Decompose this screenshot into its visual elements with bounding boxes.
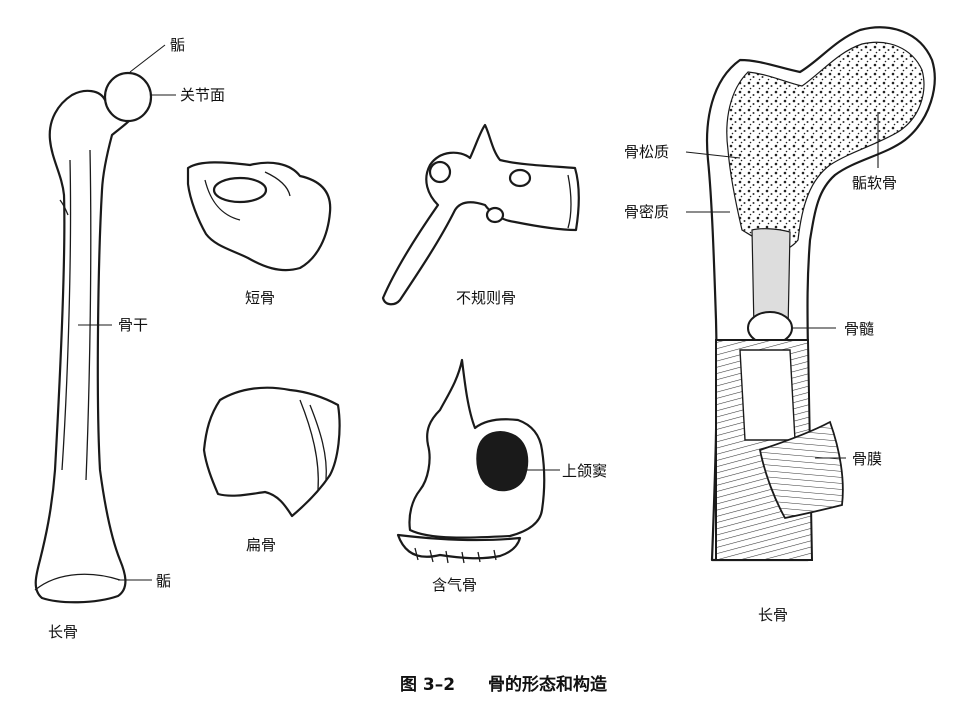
label-articular-surface: 关节面: [180, 86, 225, 104]
long-bone-femur-illustration: [34, 71, 153, 604]
short-bone-illustration: [186, 161, 332, 272]
label-long-bone-left: 长骨: [48, 623, 78, 641]
figure-caption-text: 骨的形态和构造: [488, 674, 608, 695]
label-pneumatic-bone: 含气骨: [432, 576, 477, 594]
flat-bone-illustration: [202, 386, 341, 518]
label-periosteum: 骨膜: [852, 450, 882, 468]
label-maxillary-sinus: 上颌窦: [562, 462, 607, 480]
label-compact-bone: 骨密质: [624, 203, 669, 221]
label-long-bone-right: 长骨: [758, 606, 788, 624]
label-epiphysis-bottom: 骺: [156, 572, 171, 590]
label-marrow: 骨髓: [844, 320, 874, 338]
pneumatic-bone-illustration: [396, 358, 546, 564]
long-bone-section-illustration: [705, 26, 936, 562]
label-irregular-bone: 不规则骨: [456, 289, 516, 307]
label-short-bone: 短骨: [245, 289, 275, 307]
label-spongy-bone: 骨松质: [624, 143, 669, 161]
label-diaphysis: 骨干: [118, 316, 148, 334]
irregular-bone-illustration: [381, 123, 580, 306]
label-flat-bone: 扁骨: [246, 536, 276, 554]
label-epiphysis-top: 骺: [170, 36, 185, 54]
label-epiphyseal-cartilage: 骺软骨: [852, 174, 897, 192]
figure-caption-number: 图 3–2: [400, 675, 455, 695]
